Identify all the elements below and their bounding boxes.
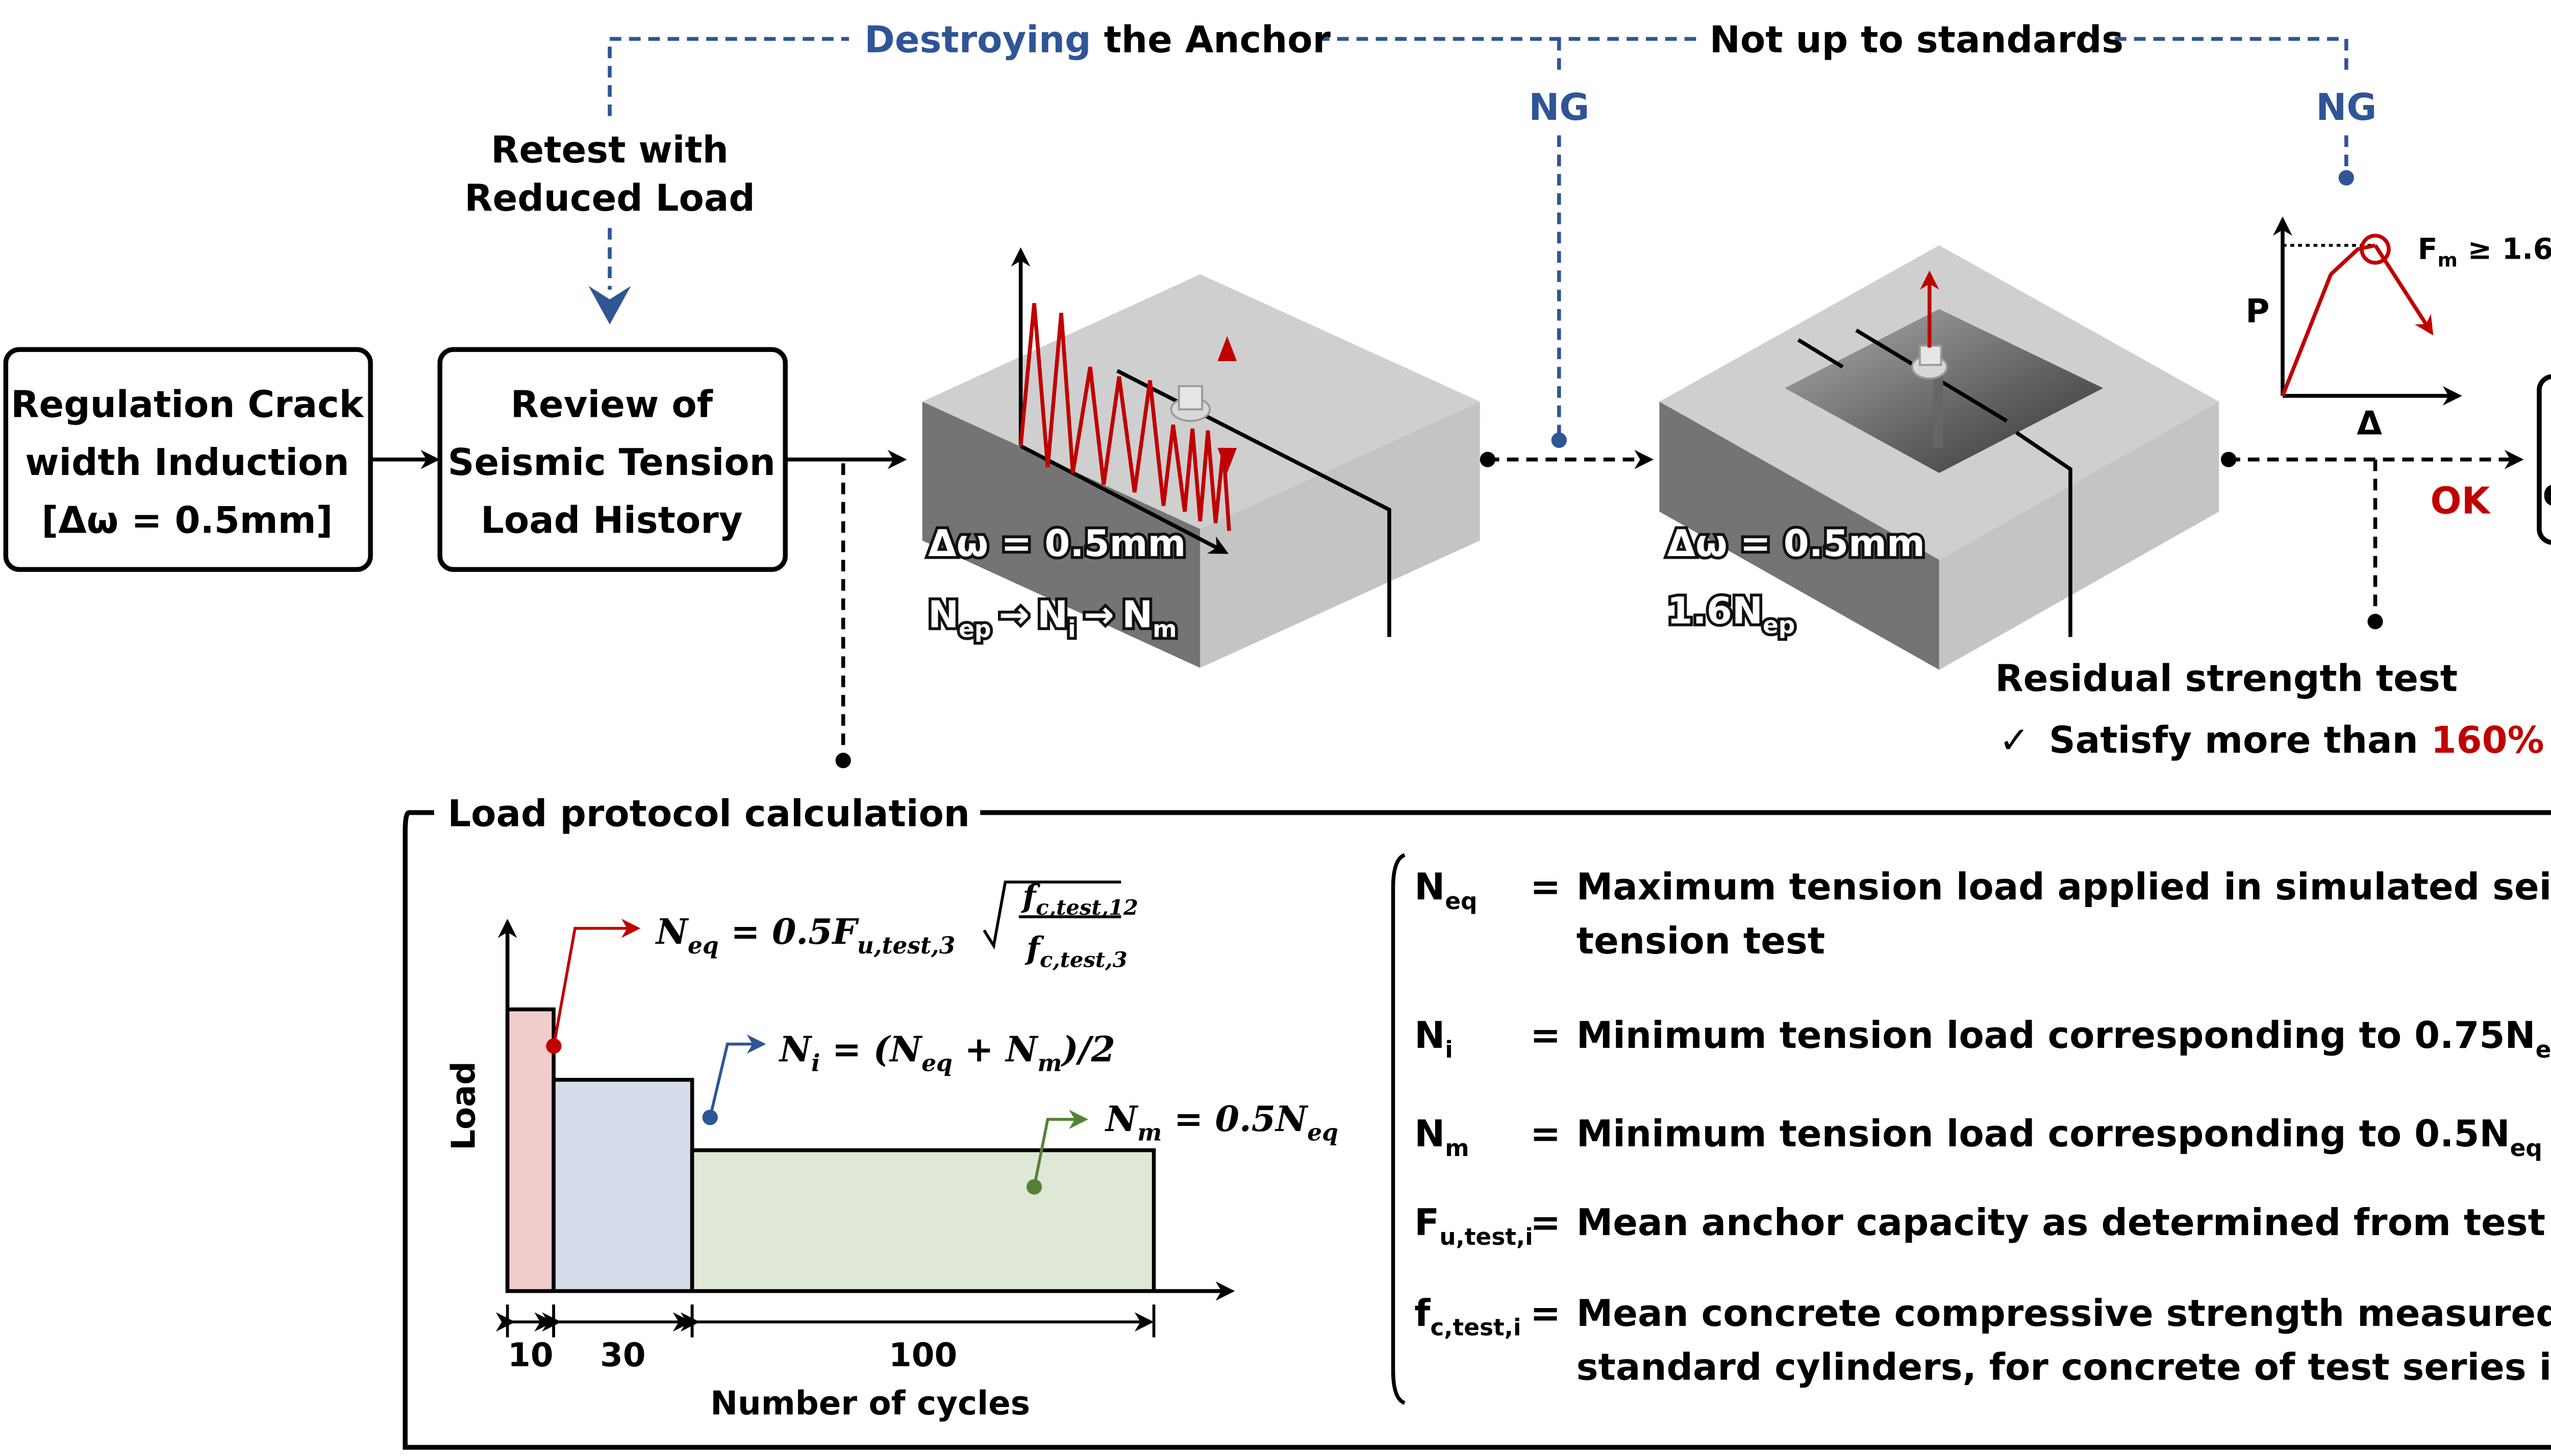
load-displacement-curve (2281, 243, 2376, 397)
retest-label-line1: Retest with (491, 128, 729, 171)
definition-symbol: Neq (1414, 865, 1477, 915)
panel-title: Load protocol calculation (447, 792, 970, 835)
connector-dot (2367, 614, 2383, 630)
peak-marker (2360, 234, 2391, 265)
box-line: width Induction (25, 441, 349, 484)
leader-nm (1033, 1110, 1088, 1188)
box-line: Load History (481, 498, 743, 541)
crack-width-label: Δω = 0.5mm (928, 522, 1186, 565)
ok-label: OK (2431, 480, 2491, 522)
destroying-label: Destroying the Anchor (864, 18, 1331, 61)
definition-text: Maximum tension load applied in simulate… (1577, 865, 2551, 908)
evaluation-completed-box[interactable]: Seismic performance evaluation completed (2537, 374, 2551, 545)
p-delta-chart: P Δ Fm ≥ 1.6Neq (2245, 216, 2551, 443)
definition-text: Mean concrete compressive strength measu… (1577, 1292, 2551, 1335)
definition-symbol: Nm (1414, 1112, 1469, 1162)
load-bar-n-eq (505, 1007, 556, 1293)
definition-symbol: fc,test,i (1414, 1292, 1521, 1341)
sqrt-numerator: fc,test,12 (1020, 878, 1138, 920)
regulation-crack-box[interactable]: Regulation Crack width Induction [Δω = 0… (3, 347, 373, 572)
criterion-label: Fm ≥ 1.6Neq (2418, 232, 2551, 271)
definitions-list: Neq = Maximum tension load applied in simu… (1414, 865, 2551, 1389)
concrete-cone (1785, 309, 2104, 473)
box-line: Seismic performance (2549, 410, 2551, 455)
equation-neq: Neq = 0.5Fu,test,3 (655, 912, 955, 959)
marker-dot (1026, 1179, 1042, 1195)
definition-equals: = (1530, 1112, 1561, 1155)
equation-ni: Ni = (Neq + Nm)/2 (779, 1030, 1115, 1077)
leader-ni (708, 1034, 766, 1118)
box-line: Review of (511, 383, 713, 426)
box-line: evaluation completed (2542, 470, 2551, 515)
delta-axis-label: Δ (2357, 405, 2382, 443)
down-arrow-icon (1217, 448, 1237, 473)
marker-dot (546, 1038, 562, 1054)
load-protocol-panel: Load protocol calculation 10 30 100 Load N… (403, 792, 2551, 1450)
definition-text: tension test (1577, 919, 1825, 962)
definition-text: Mean anchor capacity as determined from … (1577, 1201, 2551, 1244)
cyclic-load-signal (1018, 303, 1231, 531)
load-label: 1.6Nep (1667, 589, 1795, 639)
review-load-history-box[interactable]: Review of Seismic Tension Load History (437, 347, 788, 572)
ng-label-2: NG (2316, 86, 2377, 129)
connector-dot (2338, 170, 2354, 186)
down-arrow-icon (588, 286, 631, 324)
connector-dot (1480, 451, 1495, 467)
load-protocol-chart: 10 30 100 Load Number of cycles (444, 918, 1235, 1423)
connector-dot (2220, 451, 2237, 467)
equation-nm: Nm = 0.5Neq (1105, 1099, 1338, 1146)
cycle-tick-label: 10 (508, 1336, 553, 1374)
x-axis-label: Number of cycles (710, 1385, 1030, 1423)
definition-symbol: Fu,test,i (1414, 1201, 1533, 1250)
sqrt-symbol (983, 881, 1121, 950)
box-line: Seismic Tension (448, 441, 776, 484)
box-line: [Δω = 0.5mm] (41, 498, 333, 541)
feedback-loop: Destroying the Anchor Not up to standard… (464, 18, 2377, 448)
concrete-block-cyclic: Δω = 0.5mm Nep→Ni→Nm (922, 247, 1480, 668)
leader-neq (552, 918, 641, 1046)
definition-equals: = (1530, 865, 1561, 908)
definition-text: Minimum tension load corresponding to 0.… (1577, 1014, 2551, 1063)
definition-text: standard cylinders, for concrete of test… (1577, 1346, 2551, 1389)
marker-dot (702, 1110, 718, 1125)
connector-dot (835, 752, 851, 768)
crack-width-label: Δω = 0.5mm (1667, 522, 1925, 565)
y-axis-label: Load (444, 1061, 483, 1150)
definition-equals: = (1530, 1014, 1561, 1057)
definition-symbol: Ni (1414, 1014, 1453, 1063)
load-bar-n-m (690, 1148, 1156, 1293)
not-up-to-standards-label: Not up to standards (1710, 18, 2123, 61)
definition-text: Minimum tension load corresponding to 0.… (1577, 1112, 2542, 1162)
connector-dot (1551, 432, 1567, 448)
residual-strength-note: Residual strength test ✓Satisfy more tha… (1995, 657, 2551, 768)
box-line: Regulation Crack (11, 383, 364, 426)
ng-label-1: NG (1529, 86, 1589, 129)
residual-criterion: ✓Satisfy more than 160% of Neq (1999, 719, 2551, 768)
up-arrow-icon (1217, 336, 1237, 361)
cycle-tick-label: 100 (889, 1336, 957, 1374)
p-axis-label: P (2245, 292, 2269, 331)
residual-title: Residual strength test (1995, 657, 2458, 700)
cycle-tick-label: 30 (600, 1336, 645, 1374)
crack-line (1116, 369, 1391, 637)
load-bar-n-i (552, 1077, 694, 1293)
definition-equals: = (1530, 1201, 1561, 1244)
definitions-bracket (1391, 853, 1406, 1405)
concrete-block-residual: Δω = 0.5mm 1.6Nep (1659, 245, 2219, 670)
crack-line (2015, 431, 2072, 637)
retest-label-line2: Reduced Load (464, 177, 755, 219)
definition-equals: = (1530, 1292, 1561, 1335)
sqrt-denominator: fc,test,3 (1024, 931, 1128, 972)
load-sequence-label: Nep→Ni→Nm (928, 593, 1177, 643)
